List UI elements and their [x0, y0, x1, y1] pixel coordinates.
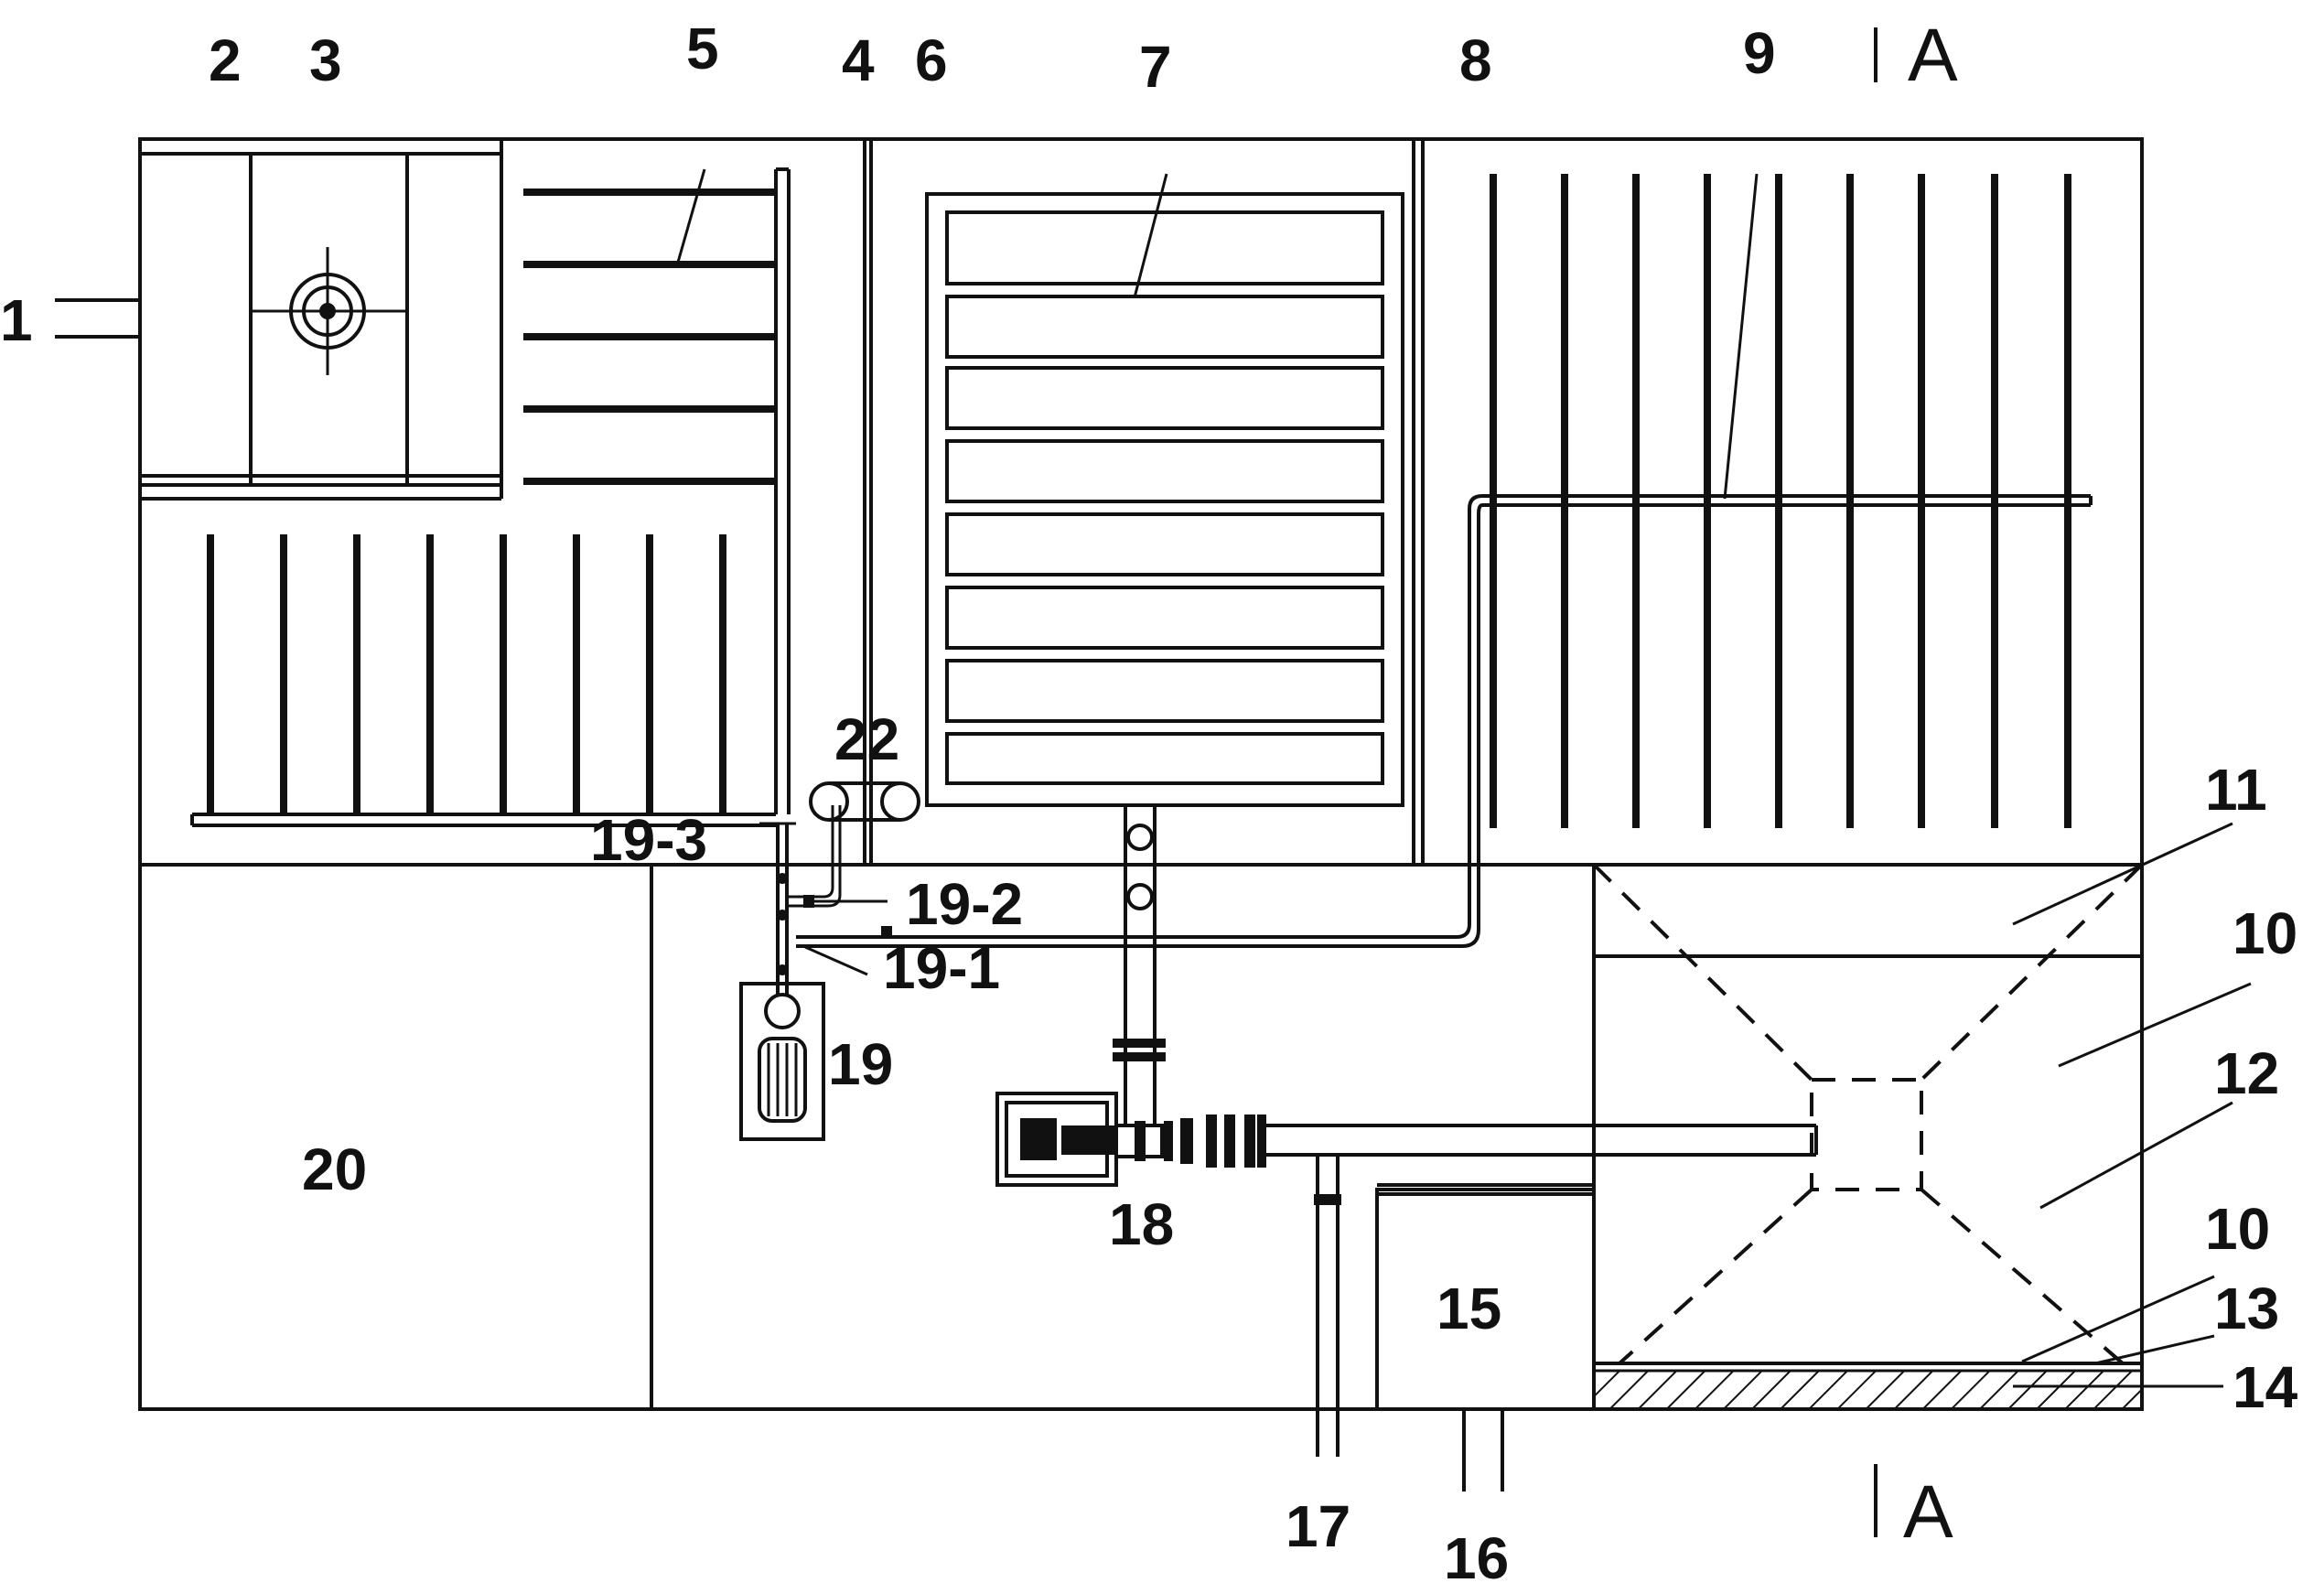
plate-tank-frame [925, 192, 1404, 807]
label-6: 6 [915, 27, 948, 93]
label-16: 16 [1444, 1525, 1509, 1583]
inlet-chamber [138, 139, 503, 501]
pump-discharge-pipe [1266, 1124, 1818, 1157]
label-20: 20 [302, 1136, 367, 1202]
section-mark-bottom: A [1903, 1470, 1953, 1554]
label-15: 15 [1436, 1276, 1501, 1341]
label-3: 3 [309, 27, 342, 93]
label-9: 9 [1743, 20, 1776, 86]
vertical-baffles-right [1490, 174, 2071, 828]
label-19: 19 [828, 1031, 893, 1097]
hopper-tank [1592, 863, 2144, 1365]
horizontal-baffles [523, 188, 776, 485]
label-10a: 10 [2233, 900, 2297, 966]
label-19-1: 19-1 [883, 935, 1000, 1001]
label-8: 8 [1459, 27, 1492, 93]
outlet-pipe-17 [1314, 1155, 1341, 1457]
label-19-3: 19-3 [590, 807, 707, 873]
label-18: 18 [1109, 1191, 1174, 1257]
air-pipes [776, 805, 892, 995]
label-2: 2 [209, 27, 242, 93]
pump-suction-pipe [1113, 805, 1166, 1125]
blower-19 [739, 982, 825, 1141]
section-mark-top: A [1908, 14, 1958, 97]
bottom-distribution-pipe [190, 813, 776, 827]
valves-22 [809, 781, 920, 822]
label-17: 17 [1286, 1493, 1350, 1559]
plate-stack [945, 210, 1384, 785]
vertical-baffles-left [207, 534, 726, 814]
header-pipe-9 [796, 494, 2093, 948]
outlet-pipe-16 [1462, 1409, 1504, 1491]
outer-wall [138, 137, 2144, 1411]
label-14: 14 [2233, 1354, 2298, 1420]
pump-18 [995, 1092, 1266, 1187]
label-10b: 10 [2205, 1196, 2270, 1262]
inlet-pipe [55, 298, 140, 339]
label-12: 12 [2214, 1040, 2279, 1106]
aerator-circle [289, 273, 366, 350]
filter-layer-13 [1592, 1362, 2144, 1411]
label-4: 4 [842, 27, 875, 93]
label-19-2: 19-2 [906, 871, 1023, 937]
label-1: 1 [0, 287, 33, 353]
label-13: 13 [2214, 1276, 2279, 1341]
leader-lines [675, 168, 2252, 1388]
label-5: 5 [686, 16, 719, 81]
pipe-to-15 [1377, 1183, 1594, 1196]
label-22: 22 [834, 706, 899, 772]
label-7: 7 [1139, 34, 1172, 100]
label-11: 11 [2205, 757, 2267, 823]
